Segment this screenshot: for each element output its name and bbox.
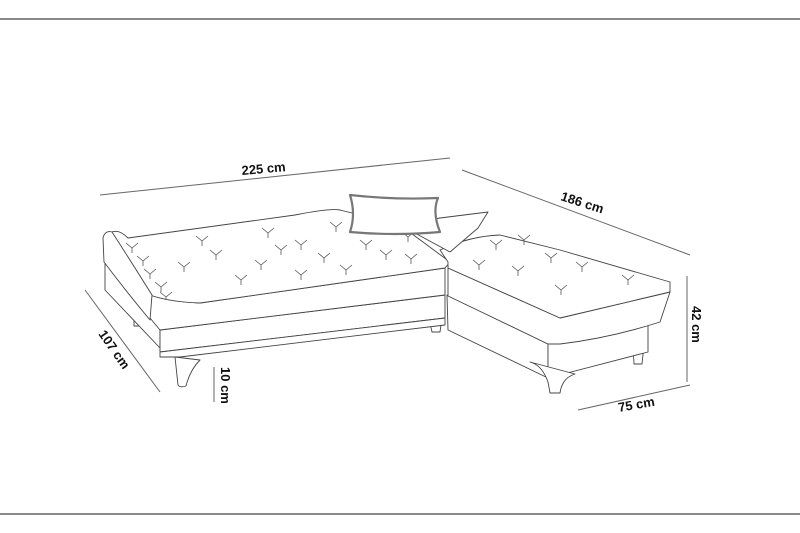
chaise-length-dimension-line <box>461 169 691 256</box>
main-sofa-section <box>102 209 451 388</box>
bottom-divider <box>0 513 800 515</box>
width-label: 225 cm <box>241 159 286 178</box>
chaise-length-label: 186 cm <box>559 189 606 217</box>
chaise-width-dimension-line <box>577 384 691 411</box>
tufting-chaise <box>472 234 635 295</box>
leg-height-label: 10 cm <box>218 367 233 404</box>
seat-height-label: 42 cm <box>689 306 704 343</box>
depth-label: 107 cm <box>96 327 134 372</box>
depth-dimension-line <box>84 289 161 393</box>
top-divider <box>0 18 800 20</box>
pillow <box>348 193 442 236</box>
chaise-width-label: 75 cm <box>617 394 656 415</box>
width-dimension-line <box>99 157 451 196</box>
